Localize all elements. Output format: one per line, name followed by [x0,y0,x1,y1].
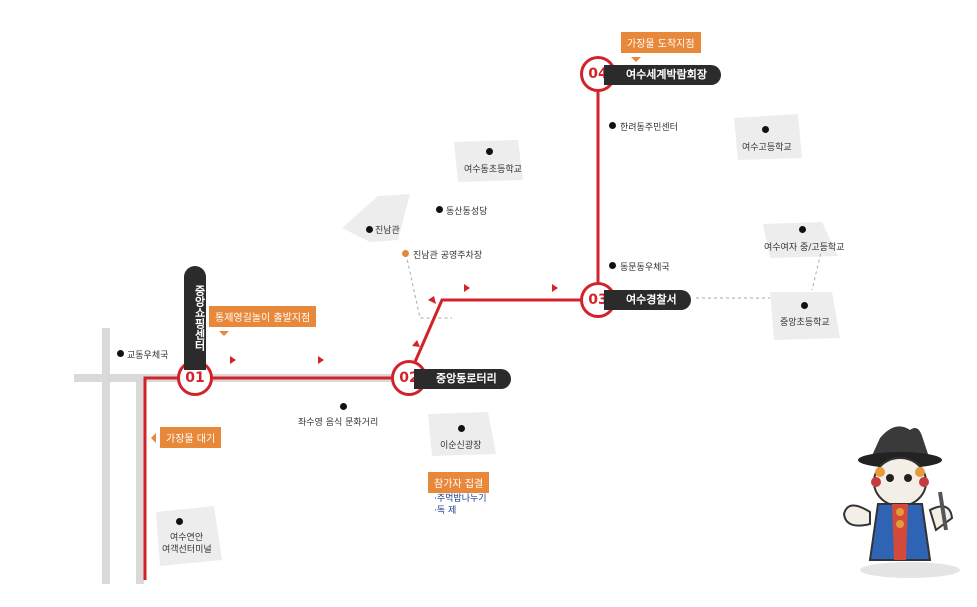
dashed-leaders [405,247,823,319]
landmark-jungang-elem: 중앙초등학교 [780,318,830,328]
finish-callout: 가장물 도착지점 [621,32,701,62]
landmark-terminal-2: 여객선터미널 [162,545,212,555]
landmark-jinnamgwan: 진남관 [375,226,400,236]
landmark-yeosudong-school: 여수동초등학교 [464,165,522,175]
landmark-dongsan-church: 동산동성당 [446,207,488,217]
landmark-dot-orange [402,250,409,257]
landmark-yeosu-high: 여수고등학교 [742,143,792,153]
stop-04-label: 여수세계박람회장 [604,65,721,85]
landmark-dot [762,126,769,133]
landmark-dot [366,226,373,233]
stop-03-label: 여수경찰서 [604,290,691,310]
landmark-post-gyodong: 교동우체국 [127,351,169,361]
landmark-food-street: 좌수영 음식 문화거리 [298,418,379,428]
gather-item-2: ·독 제 [434,506,457,516]
landmark-terminal-1: 여수연안 [170,533,204,543]
direction-arrows [230,284,558,364]
landmark-dot [436,206,443,213]
mascot-illustration [842,426,960,578]
wait-callout: 가장물 대기 [150,427,222,448]
stop-02-label: 중앙동로터리 [414,369,511,389]
gather-callout: 참가자 집결 [428,472,490,493]
stop-02-marker[interactable]: 02 [391,360,427,396]
landmark-dot [799,226,806,233]
landmark-dongmun-post: 동문동우체국 [620,263,670,273]
landmark-dot [486,148,493,155]
landmark-dot [609,122,616,129]
landmark-dot [176,518,183,525]
route-line [143,74,600,580]
landmark-dot [609,262,616,269]
roads [74,328,404,584]
gather-item-1: ·주먹밥나누기 [434,494,487,504]
building-shapes [156,114,840,566]
stop-01-label: 중앙쇼핑센터 [184,266,206,370]
stop-03-marker[interactable]: 03 [580,282,616,318]
landmark-hallyeo-center: 한려동주민센터 [620,123,678,133]
landmark-dot [458,425,465,432]
landmark-girls-school: 여수여자 중/고등학교 [764,243,845,253]
landmark-dot [340,403,347,410]
start-callout: 통제영길놀이 출발지점 [209,306,317,336]
landmark-dot [801,302,808,309]
landmark-yisunsin: 이순신광장 [440,441,482,451]
landmark-dot [117,350,124,357]
landmark-jinnamgwan-parking: 진남관 공영주차장 [413,251,483,261]
